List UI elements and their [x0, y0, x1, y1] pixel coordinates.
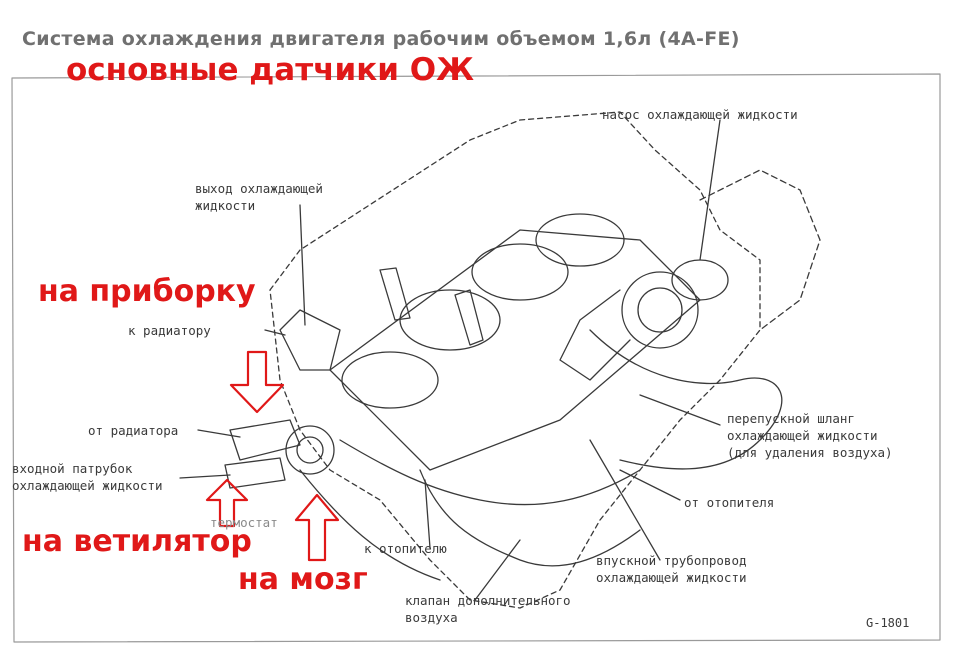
- label-intake-pipe: впускной трубопровод охлаждающей жидкост…: [596, 552, 747, 586]
- water-pump-pulley: [637, 287, 683, 333]
- leader-from-heater: [619, 469, 681, 501]
- spark-plug-2: [454, 289, 484, 346]
- label-air-valve-line1: клапан дополнительного: [405, 593, 571, 608]
- leader-bypass: [639, 394, 721, 426]
- pump-outlet: [559, 289, 631, 381]
- label-coolant-outlet-line1: выход охлаждающей: [195, 181, 323, 196]
- label-air-valve: клапан дополнительного воздуха: [405, 592, 571, 626]
- label-inlet-pipe-line2: охлаждающей жидкости: [12, 478, 163, 493]
- label-inlet-pipe: входной патрубок охлаждающей жидкости: [12, 460, 163, 494]
- leader-air-valve: [474, 539, 521, 601]
- frame-border: [11, 73, 941, 643]
- label-bypass-hose-line1: перепускной шланг: [727, 411, 855, 426]
- label-inlet-pipe-line1: входной патрубок: [12, 461, 133, 476]
- cylinder-2: [399, 289, 501, 351]
- label-from-heater: от отопителя: [684, 495, 775, 510]
- cylinder-3: [471, 243, 569, 301]
- annotation-main: основные датчики ОЖ: [66, 52, 475, 88]
- leader-from-radiator: [197, 429, 241, 438]
- label-to-radiator: к радиатору: [128, 323, 211, 338]
- arrow-ecu: [294, 493, 340, 562]
- engine-block: [269, 111, 761, 609]
- inlet-pipe: [224, 457, 286, 489]
- spark-plug-1: [379, 267, 411, 321]
- label-coolant-outlet-line2: жидкости: [195, 198, 256, 213]
- water-pump-housing: [621, 271, 699, 349]
- label-from-radiator: от радиатора: [88, 423, 179, 438]
- leader-to-radiator: [264, 329, 286, 336]
- label-bypass-hose: перепускной шланг охлаждающей жидкости (…: [727, 410, 893, 461]
- label-bypass-hose-line3: (для удаления воздуха): [727, 445, 893, 460]
- label-to-heater: к отопителю: [364, 541, 447, 556]
- label-air-valve-line2: воздуха: [405, 610, 458, 625]
- annotation-ecu: на мозг: [238, 562, 368, 597]
- annotation-dashboard: на приборку: [38, 274, 256, 309]
- figure-code: G-1801: [866, 616, 910, 630]
- arrow-fan: [205, 478, 249, 528]
- label-bypass-hose-line2: охлаждающей жидкости: [727, 428, 878, 443]
- leader-intake: [589, 439, 661, 561]
- coolant-outlet-housing: [279, 309, 341, 371]
- cylinder-1: [341, 351, 439, 409]
- leader-to-heater: [424, 479, 431, 549]
- heater-pipe: [419, 469, 641, 567]
- arrow-dashboard: [229, 350, 285, 414]
- timing-housing: [699, 169, 821, 331]
- cylinder-head: [329, 229, 701, 471]
- annotation-fan: на ветилятор: [22, 524, 252, 559]
- leader-outlet: [299, 204, 306, 326]
- leader-inlet: [179, 474, 231, 479]
- thermostat-core: [296, 436, 324, 464]
- label-intake-pipe-line1: впускной трубопровод: [596, 553, 747, 568]
- diagram-title: Система охлаждения двигателя рабочим объ…: [22, 28, 740, 50]
- label-coolant-pump: насос охлаждающей жидкости: [602, 107, 798, 122]
- lower-pipe: [299, 469, 441, 581]
- label-intake-pipe-line2: охлаждающей жидкости: [596, 570, 747, 585]
- label-coolant-outlet: выход охлаждающей жидкости: [195, 180, 323, 214]
- radiator-inlet-pipe: [229, 419, 301, 461]
- intake-coolant-pipe: [339, 439, 641, 506]
- bypass-hose: [589, 329, 783, 470]
- cylinder-4: [535, 213, 625, 267]
- thermostat-housing: [285, 425, 335, 475]
- label-thermostat: термостат: [210, 515, 278, 530]
- leader-pump: [699, 119, 721, 261]
